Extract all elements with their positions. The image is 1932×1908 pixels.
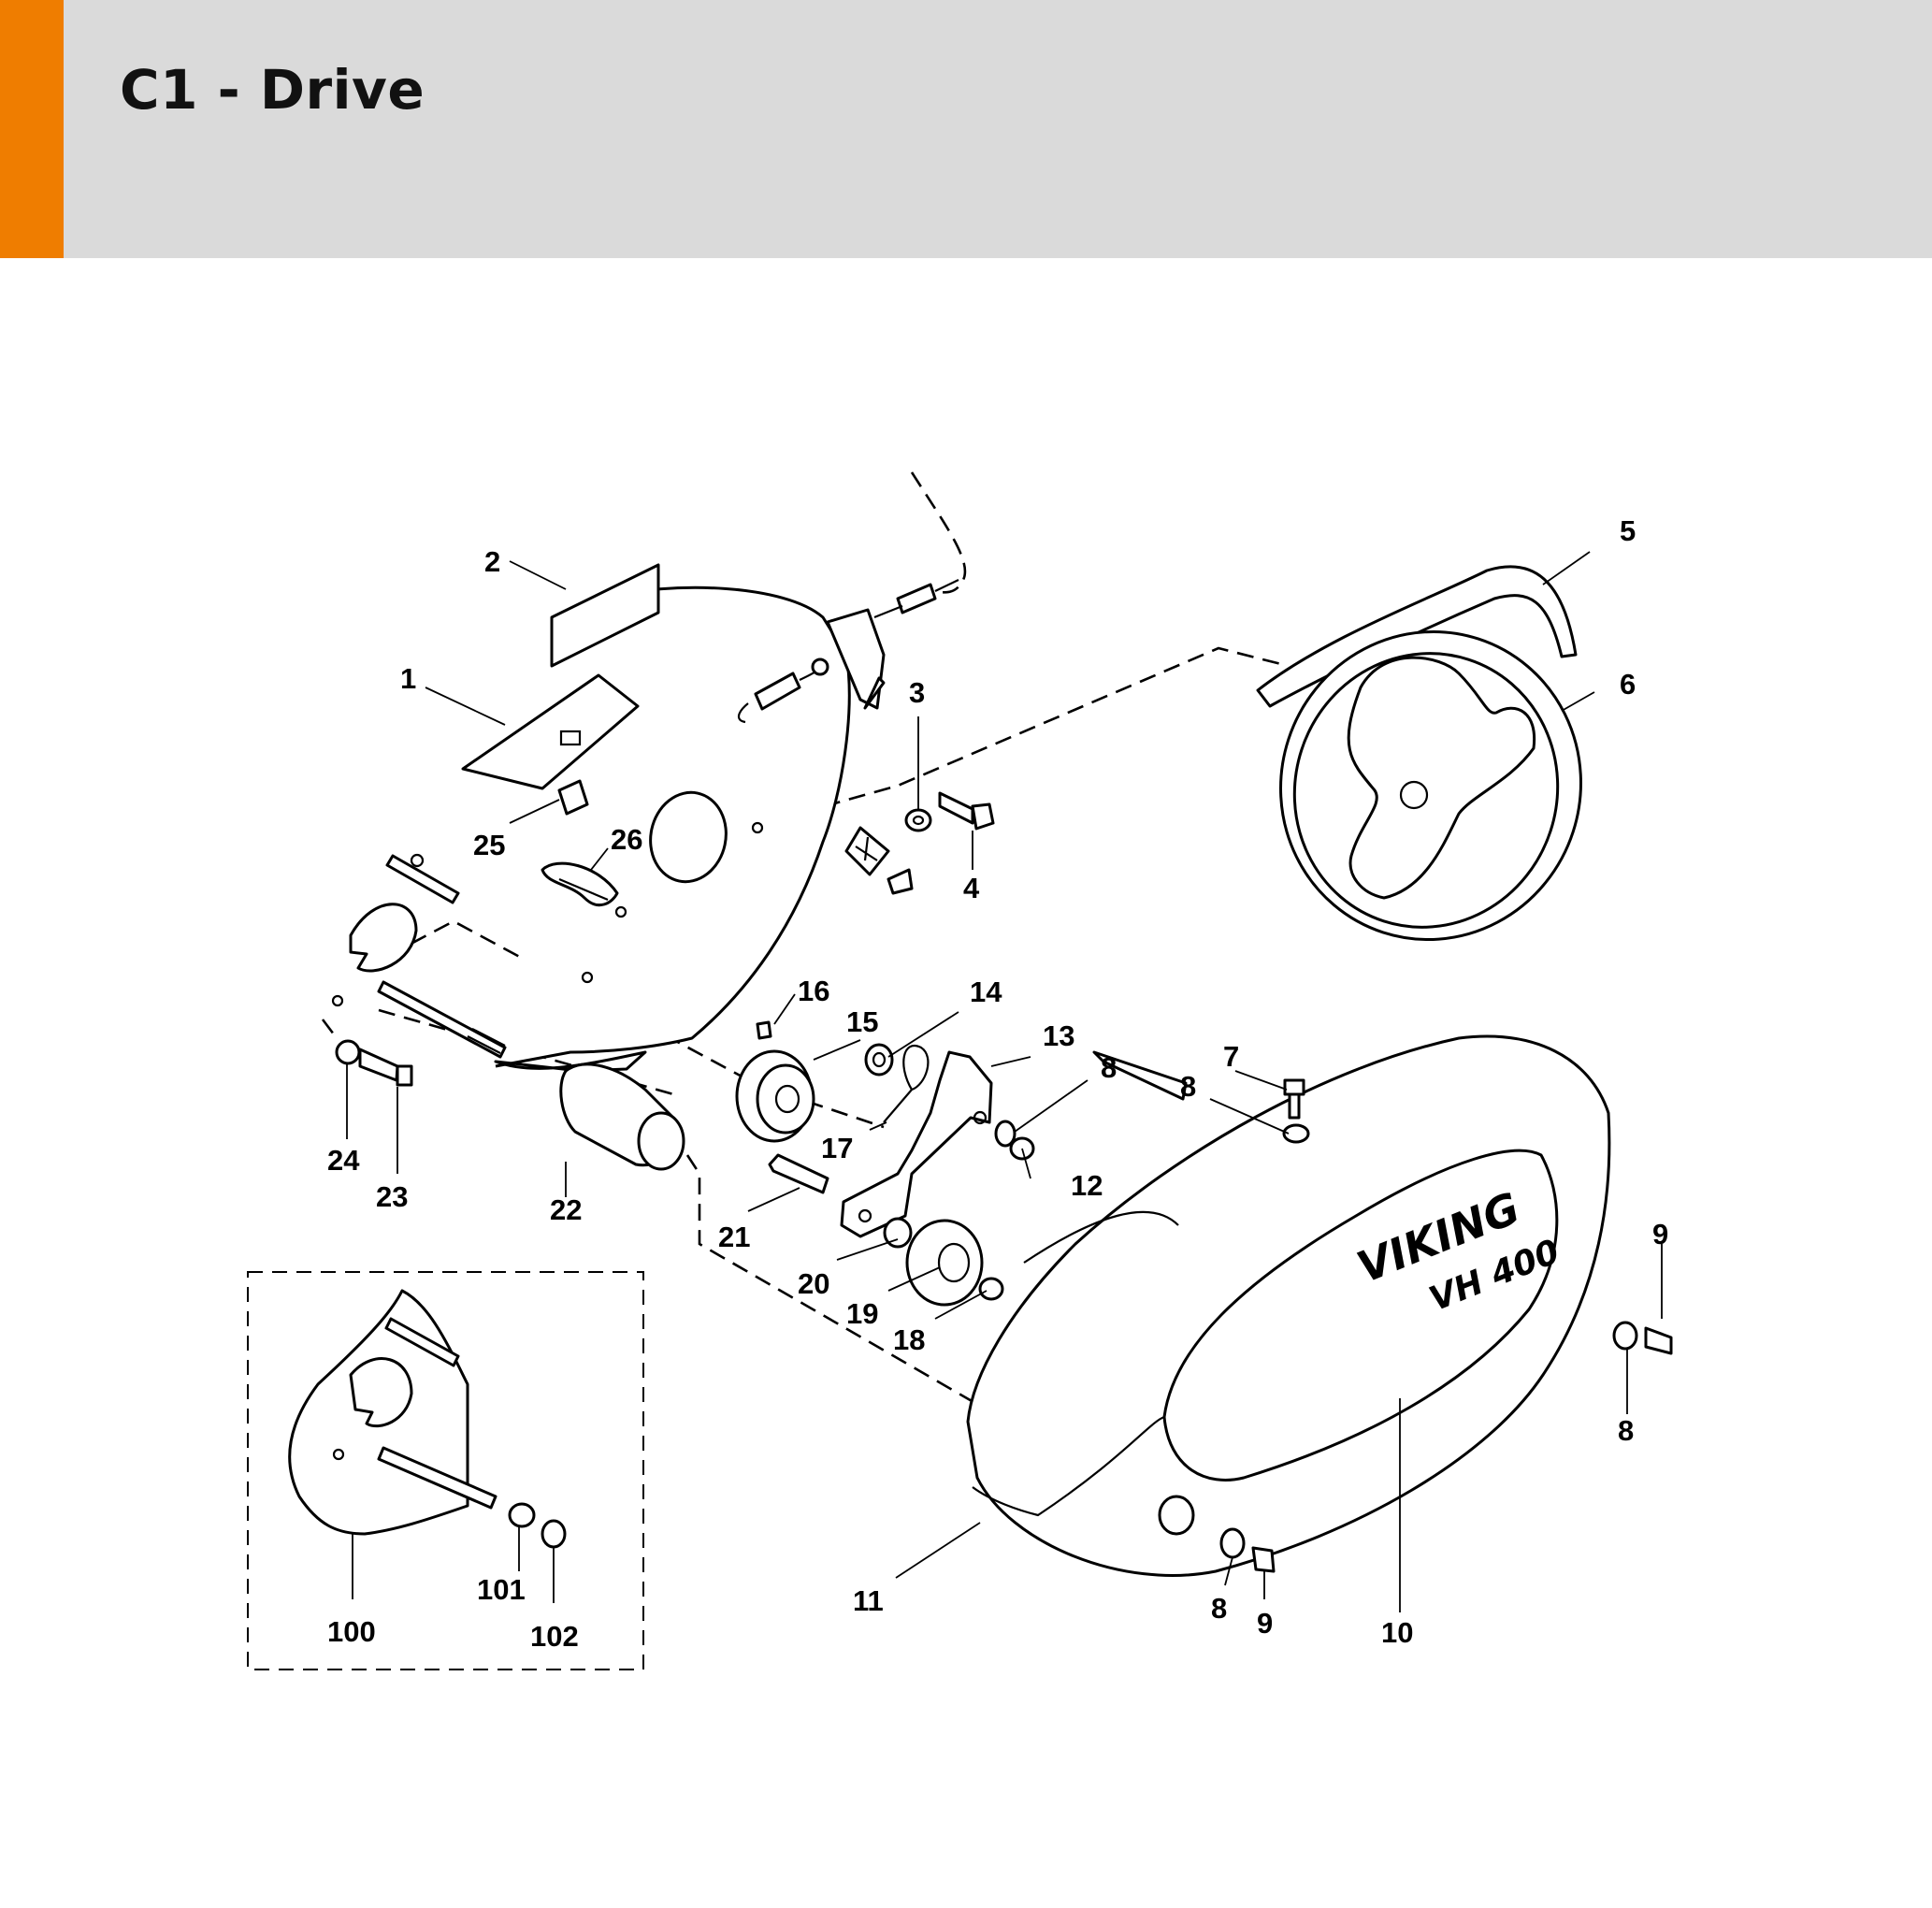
- drive-pulley: [1279, 629, 1582, 942]
- page-title: C1 - Drive: [120, 58, 425, 122]
- nut-14: [864, 1043, 894, 1077]
- callout-13: 13: [1043, 1019, 1074, 1052]
- nut-18: [978, 1277, 1004, 1301]
- callout-9-bottom: 9: [1257, 1607, 1273, 1640]
- inset-frame: [247, 1271, 644, 1670]
- callout-26: 26: [611, 823, 642, 856]
- callout-8-top: 8: [1180, 1070, 1196, 1103]
- callout-6: 6: [1620, 668, 1636, 701]
- callout-12: 12: [1071, 1169, 1103, 1202]
- callout-19: 19: [846, 1297, 878, 1330]
- callout-1: 1: [400, 662, 416, 695]
- nut-9a: [1644, 1326, 1673, 1355]
- header-accent: [0, 0, 64, 258]
- callout-labels: 1 2 3 4 5 6 7 8 8 8 8 9 9 10 11 12 13 14…: [327, 514, 1668, 1653]
- pulley-19: [905, 1219, 984, 1307]
- callout-8-right: 8: [1618, 1414, 1634, 1447]
- callout-21: 21: [718, 1221, 750, 1253]
- washer-8c: [1612, 1321, 1638, 1351]
- callout-101: 101: [477, 1573, 526, 1606]
- callout-100: 100: [327, 1615, 376, 1648]
- callout-25: 25: [473, 829, 505, 861]
- callout-9-right: 9: [1652, 1218, 1668, 1250]
- roller-22: [559, 1062, 685, 1171]
- callout-8-bracket: 8: [1101, 1051, 1117, 1084]
- bracket-13: [840, 1050, 993, 1238]
- callout-7: 7: [1223, 1040, 1239, 1073]
- idler-pulley-15: [735, 1049, 815, 1143]
- callout-20: 20: [798, 1267, 829, 1300]
- bolt-7: [1283, 1078, 1305, 1120]
- callout-15: 15: [846, 1005, 878, 1038]
- callout-4: 4: [963, 872, 980, 904]
- clip-25: [557, 779, 589, 816]
- callout-24: 24: [327, 1144, 360, 1177]
- callout-22: 22: [550, 1193, 582, 1226]
- callout-2: 2: [484, 545, 500, 578]
- callout-5: 5: [1620, 514, 1636, 547]
- callout-16: 16: [798, 975, 829, 1007]
- washer-8a: [994, 1120, 1016, 1148]
- callout-11: 11: [853, 1584, 884, 1617]
- callout-8-bottom: 8: [1211, 1592, 1227, 1625]
- screw-26: [541, 861, 619, 907]
- washer-8b: [1282, 1123, 1310, 1144]
- bolt-23: [358, 1048, 413, 1087]
- belt-cover: VIKING VH 400: [966, 1034, 1611, 1577]
- callout-102: 102: [530, 1620, 579, 1653]
- decal-label: [550, 563, 660, 668]
- washer-8d: [1219, 1527, 1246, 1559]
- callout-23: 23: [376, 1180, 408, 1213]
- cable-spring: [737, 579, 959, 724]
- callout-3: 3: [909, 676, 925, 709]
- bolt-21: [768, 1153, 829, 1194]
- spring-17: [883, 1045, 930, 1123]
- bolt-4: [938, 791, 995, 831]
- nipple-16: [756, 1020, 772, 1040]
- callout-17: 17: [821, 1132, 853, 1164]
- callout-18: 18: [893, 1323, 925, 1356]
- nut-20: [883, 1217, 913, 1249]
- nut-9b: [1251, 1546, 1276, 1573]
- leader-lines: [346, 551, 1663, 1612]
- header-bar: [0, 0, 1932, 258]
- washer-24: [335, 1039, 361, 1065]
- washer-3: [904, 808, 932, 832]
- callout-14: 14: [970, 976, 1002, 1008]
- callout-10: 10: [1381, 1616, 1413, 1649]
